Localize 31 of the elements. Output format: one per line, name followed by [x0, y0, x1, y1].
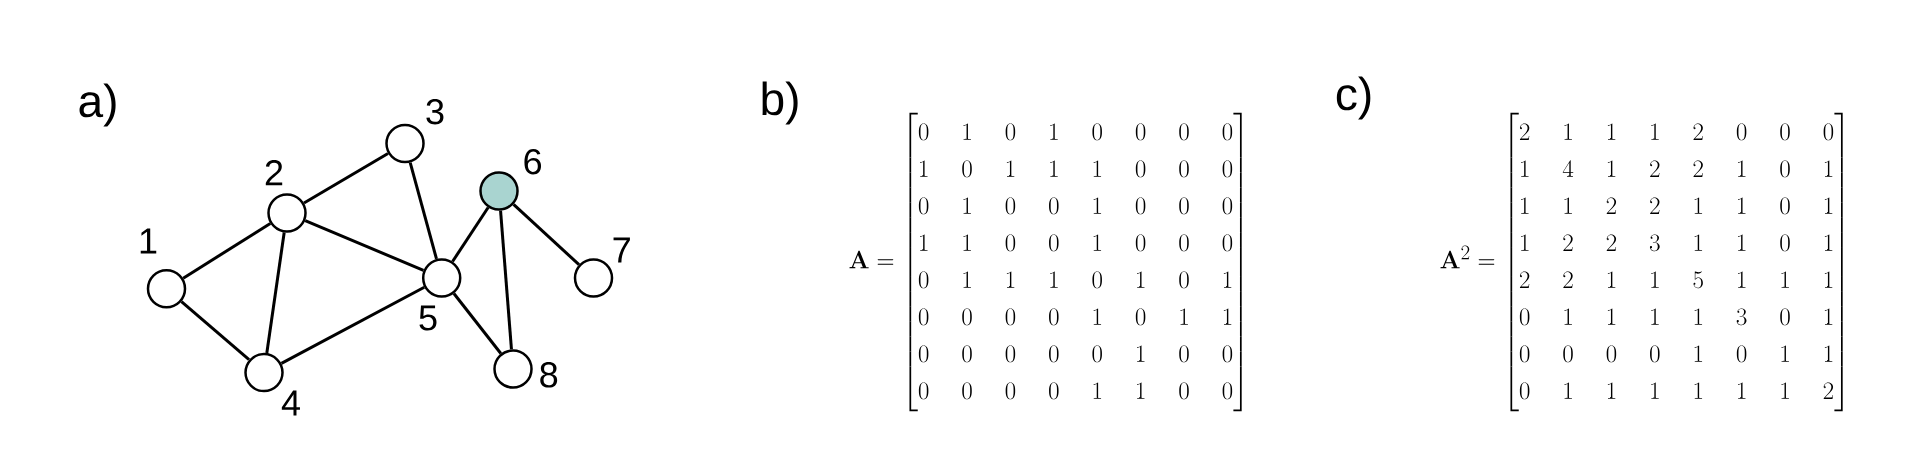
node-number: 8	[540, 362, 558, 388]
edge-line	[304, 219, 425, 272]
node-number: 3	[426, 98, 444, 125]
edge-line	[280, 285, 425, 365]
node-number: 6	[524, 148, 542, 175]
edge-line	[408, 162, 438, 260]
edge-line	[180, 300, 250, 361]
node-number: 4	[281, 390, 300, 416]
node-number: 5	[419, 305, 437, 331]
edge-line	[499, 210, 513, 350]
panel-label: a)	[79, 83, 116, 127]
node-number: 7	[613, 237, 630, 263]
graph-node	[385, 123, 425, 164]
panel-label: c)	[1336, 76, 1371, 120]
edge-line	[452, 292, 502, 355]
panel-label: b)	[762, 81, 798, 125]
graph-node	[146, 268, 187, 309]
node-number: 1	[140, 228, 157, 254]
matrix-equation: $\mathbf{A}^2 = \begin{bmatrix}2&1&1&1&2&0&0&0\\1&4&1&2&2&1&0&1\\1&1&2&2&1&1&0&1\\1&2&2&3&1&1&0&1\\2&2&1&1&5&1&1&1\\0&1&1&1&1&3&0&1\\0&0&0&0&1&0&1&1\\0&1&1&1&1&1&1&2\end{bmatrix}$	[1440, 112, 1843, 412]
graph-node	[421, 258, 462, 298]
graph-node	[573, 258, 614, 298]
edge-line	[182, 222, 272, 280]
edge-line	[451, 206, 490, 263]
graph-node	[267, 193, 307, 233]
graph-node	[479, 171, 519, 211]
edge-line	[303, 152, 389, 205]
graph-node	[493, 349, 533, 389]
edge-line	[265, 232, 286, 354]
matrix-equation: $\mathbf{A} = \begin{bmatrix}0&1&0&1&0&0&0&0\\1&0&1&1&1&0&0&0\\0&1&0&0&1&0&0&0\\1&1&0&0&1&0&0&0\\0&1&1&1&0&1&0&1\\0&0&0&0&1&0&1&1\\0&0&0&0&0&1&0&0\\0&0&0&0&1&1&0&0\end{bmatrix}$	[849, 112, 1242, 412]
edge-line	[512, 203, 580, 266]
node-number: 2	[265, 160, 283, 186]
